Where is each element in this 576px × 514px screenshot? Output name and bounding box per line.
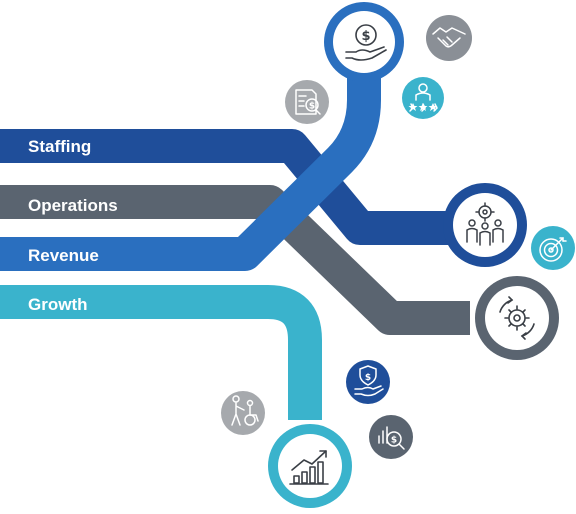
staffing-label: Staffing: [28, 137, 92, 156]
revenue-path: [0, 70, 381, 271]
gear-cycle-icon: [499, 296, 535, 340]
operations-hub: [475, 276, 559, 360]
team-target-icon: [466, 202, 504, 246]
financial-analysis-icon: $: [369, 415, 413, 459]
svg-text:$: $: [361, 29, 370, 44]
growth-chart-icon: [289, 450, 329, 485]
secure-money-icon: $: [346, 360, 390, 404]
operations-label: Operations: [28, 196, 118, 215]
caregiver-wheelchair-icon: [221, 391, 265, 435]
svg-text:$: $: [391, 436, 397, 446]
target-icon: [531, 226, 575, 270]
dollar-document-icon: $: [285, 80, 329, 124]
handshake-icon: [426, 15, 472, 61]
hand-dollar-icon: $: [345, 24, 387, 61]
star-employee-icon: [402, 77, 444, 119]
svg-text:$: $: [365, 373, 371, 383]
svg-text:$: $: [309, 102, 315, 112]
operations-path: [0, 185, 470, 335]
growth-label: Growth: [28, 295, 88, 314]
staffing-hub: [443, 183, 527, 267]
revenue-label: Revenue: [28, 246, 99, 265]
revenue-hub: $: [324, 2, 404, 82]
growth-hub: [268, 424, 352, 508]
growth-path: [0, 285, 322, 420]
